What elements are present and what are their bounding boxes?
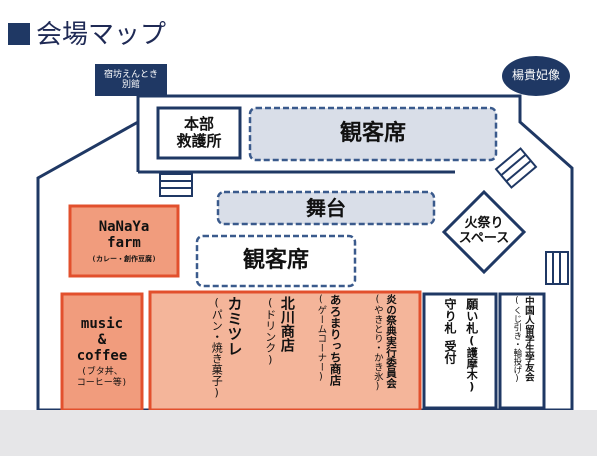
music-line2: & [97, 332, 107, 349]
stall-kamitsure: カミツレ (パン・焼き菓子) [198, 296, 254, 408]
stall-block [148, 290, 422, 412]
yokihi-label: 楊貴妃像 [511, 68, 560, 83]
aromaricchi-name: あろまりっち商店 [328, 294, 343, 386]
nanaya-line1: NaNaYa [98, 219, 150, 236]
title-text: 会場マップ [36, 20, 167, 50]
nanaya-line2: farm [107, 235, 141, 252]
music-sub1: (ブタ丼、 [81, 367, 123, 378]
nanaya-sub: (カレー・創作豆腐) [91, 254, 157, 263]
page-title: 会場マップ [8, 14, 166, 51]
chinese-label: 中国人留学生学友会 (くじ引き・輪投げ) [501, 296, 543, 406]
hq-label: 本部 救護所 [158, 108, 240, 158]
hq-box [156, 106, 242, 160]
chinese-name: 中国人留学生学友会 [522, 296, 534, 382]
charms-col2: 願い札 [464, 298, 479, 334]
music-box [60, 292, 144, 412]
audience-top-box [248, 106, 498, 162]
kitagawa-sub: (ドリンク) [263, 296, 277, 366]
stall-kitagawa: 北川商店 (ドリンク) [254, 296, 304, 408]
music-line3: coffee [76, 348, 128, 365]
fire-line1: 火祭り [464, 216, 504, 232]
committee-sub: (やきとり・かき氷) [371, 294, 383, 392]
charms-col1: 守り札 [443, 298, 457, 334]
annex-line2: 別館 [121, 80, 140, 90]
audience-mid-label: 観客席 [242, 248, 309, 274]
stairs-right [545, 251, 569, 285]
kamitsure-name: カミツレ [225, 296, 244, 356]
charms-label: 願い札 (護摩木) 守り札 受付 [426, 298, 494, 406]
kamitsure-sub: (パン・焼き菓子) [210, 296, 224, 399]
music-sub2: コーヒー等) [76, 377, 128, 388]
footer-bar [0, 410, 597, 456]
hq-line2: 救護所 [176, 132, 222, 150]
music-line1: music [80, 316, 124, 333]
audience-top-label: 観客席 [339, 121, 406, 147]
stall-committee: 炎の祭典実行委員会 (やきとり・かき氷) [352, 294, 416, 408]
annex-label: 宿坊えんとき 別館 [95, 64, 167, 96]
committee-name: 炎の祭典実行委員会 [384, 294, 397, 389]
aromaricchi-sub: (ゲームコーナー) [315, 294, 327, 383]
fire-space-diamond [441, 189, 527, 275]
chinese-box [498, 292, 546, 410]
charms-col-amulet: 守り札 受付 [442, 298, 457, 364]
fire-line2: スペース [458, 231, 510, 246]
audience-mid-box [195, 234, 357, 288]
nanaya-label: NaNaYa farm (カレー・創作豆腐) [70, 206, 178, 276]
annex-building [95, 64, 167, 96]
chinese-sub: (くじ引き・輪投げ) [511, 296, 522, 384]
music-label: music & coffee (ブタ丼、 コーヒー等) [62, 294, 142, 410]
annex-line1: 宿坊えんとき [103, 69, 158, 80]
hq-line1: 本部 [183, 114, 214, 133]
yokihi-statue [502, 56, 570, 96]
stairs-diagonal [494, 147, 538, 189]
charms-col-wish: 願い札 (護摩木) [464, 298, 479, 393]
nanaya-box [68, 204, 180, 278]
stage-box [216, 190, 436, 226]
title-square-icon [8, 23, 30, 45]
charms-col1b: 受付 [443, 340, 457, 364]
kitagawa-name: 北川商店 [278, 296, 295, 352]
charms-box [422, 292, 498, 410]
stage-label: 舞台 [306, 195, 346, 220]
fire-space-label: 火祭り スペース [444, 210, 524, 254]
stairs-left [159, 173, 193, 197]
stall-aromaricchi: あろまりっち商店 (ゲームコーナー) [304, 294, 352, 408]
charms-col2b: (護摩木) [465, 334, 479, 393]
